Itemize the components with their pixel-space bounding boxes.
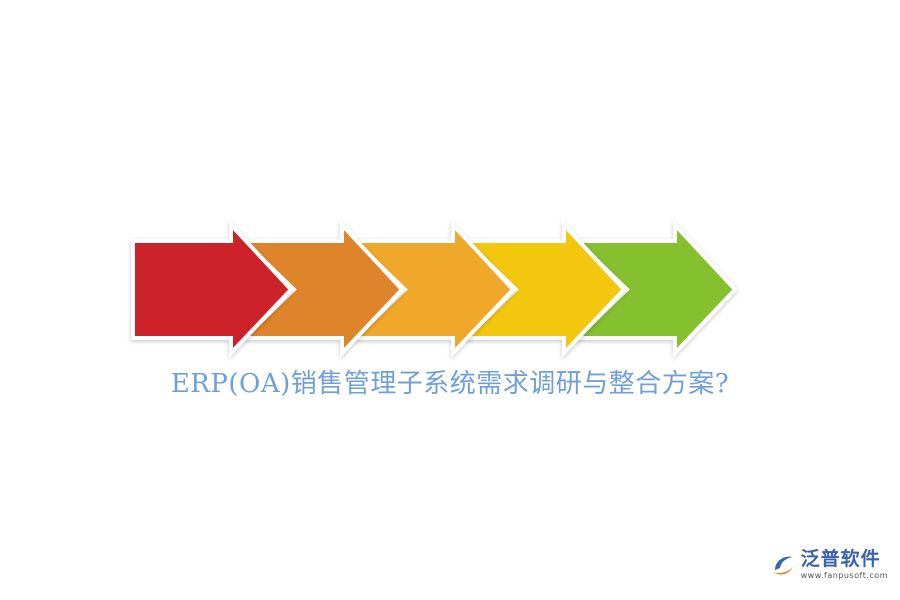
fanpu-logo-icon <box>772 556 793 575</box>
brand-name: 泛普软件 <box>800 548 881 570</box>
diagram-title: ERP(OA)销售管理子系统需求调研与整合方案? <box>170 369 730 399</box>
brand-logo: 泛普软件 www.fanpusoft.com <box>771 550 888 580</box>
process-arrow-1 <box>131 219 294 359</box>
brand-url: www.fanpusoft.com <box>800 571 888 580</box>
